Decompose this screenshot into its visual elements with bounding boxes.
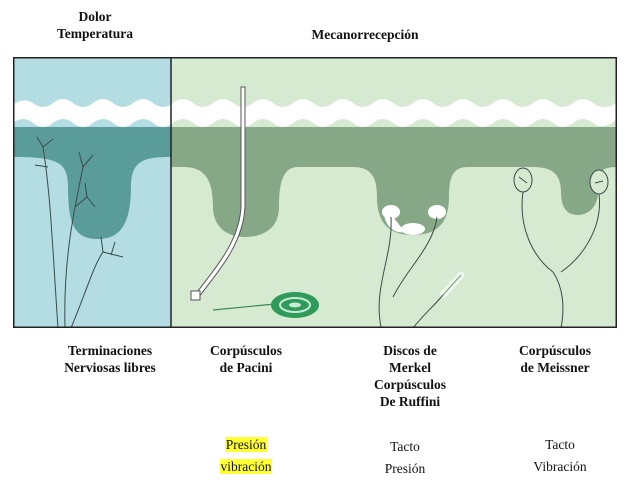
function-tacto: Tacto <box>355 436 455 458</box>
header-dolor-temperatura: Dolor Temperatura <box>30 8 160 42</box>
functions-pacini: Presión vibración <box>196 434 296 478</box>
header-temperatura: Temperatura <box>30 25 160 42</box>
function-vibracion-highlighted: vibración <box>220 459 273 474</box>
skin-receptors-diagram <box>13 57 617 328</box>
functions-meissner: Tacto Vibración <box>510 434 610 478</box>
function-vibracion-meissner: Vibración <box>510 456 610 478</box>
function-tacto-meissner: Tacto <box>510 434 610 456</box>
label-pacinian-corpuscles: Corpúsculos de Pacini <box>186 342 306 376</box>
label-meissner-corpuscles: Corpúsculos de Meissner <box>495 342 615 376</box>
label-merkel-ruffini: Discos de Merkel Corpúsculos De Ruffini <box>345 342 475 410</box>
label-free-nerve-endings: Terminaciones Nerviosas libres <box>40 342 180 376</box>
function-presion-highlighted: Presión <box>225 437 268 452</box>
function-presion: Presión <box>355 458 455 480</box>
header-dolor: Dolor <box>30 8 160 25</box>
header-mecanorrecepcion: Mecanorrecepción <box>290 26 440 43</box>
functions-merkel: Tacto Presión <box>355 436 455 480</box>
